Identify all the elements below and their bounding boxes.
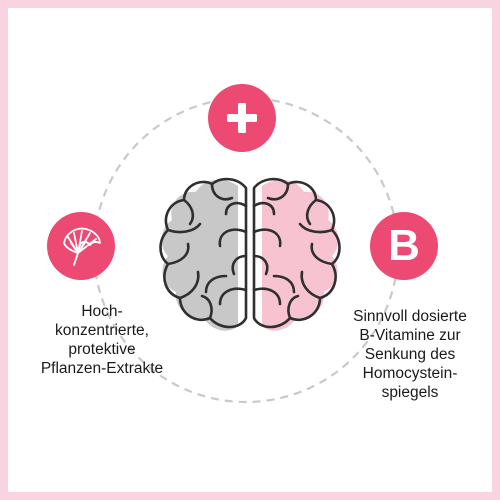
caption-line: protektive xyxy=(68,341,136,358)
vitamin-b-letter: B xyxy=(388,221,420,270)
plus-icon xyxy=(227,103,257,133)
caption-line: Homocystein- xyxy=(362,365,458,382)
caption-line: B-Vitamine zur xyxy=(359,327,461,344)
brain-icon xyxy=(159,177,341,331)
caption-line: Sinnvoll dosierte xyxy=(353,308,467,325)
caption-line: spiegels xyxy=(381,384,439,401)
ginkgo-badge xyxy=(47,212,115,280)
ginkgo-leaf-icon xyxy=(63,227,101,266)
caption-b-vitamins: Sinnvoll dosierte B-Vitamine zur Senkung… xyxy=(326,307,494,402)
caption-line: konzentrierte, xyxy=(55,322,149,339)
caption-line: Hoch- xyxy=(81,303,123,320)
brain-left-shadow xyxy=(161,179,238,331)
plus-badge xyxy=(208,84,276,152)
caption-line: Pflanzen-Extrakte xyxy=(40,360,164,377)
vitamin-b-badge: B xyxy=(370,212,438,280)
caption-plant-extracts: Hoch- konzentrierte, protektive Pflanzen… xyxy=(12,302,192,378)
brain-right-shadow xyxy=(262,179,339,331)
caption-line: Senkung des xyxy=(364,346,456,363)
